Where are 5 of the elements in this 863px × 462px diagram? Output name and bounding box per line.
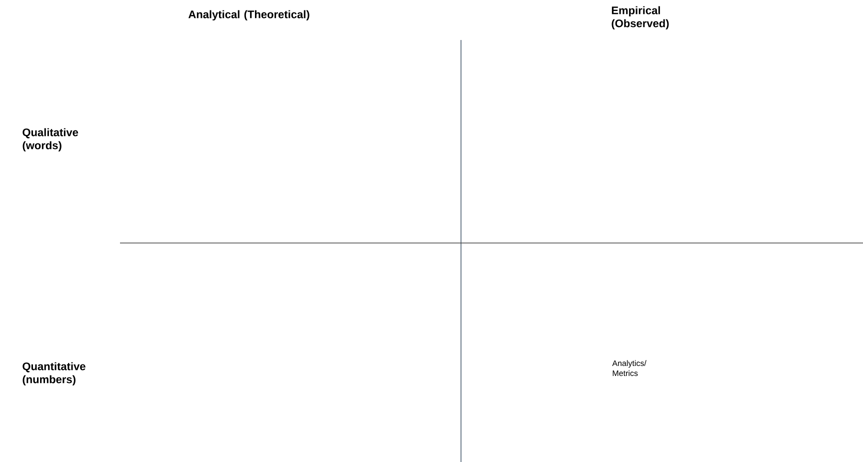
row-heading: Qualitative (words) bbox=[22, 128, 78, 152]
row-heading: Quantitative (numbers) bbox=[22, 362, 86, 386]
column-heading: Empirical (Observed) bbox=[612, 6, 669, 30]
quadrant-label: Analytics/ Metrics bbox=[612, 360, 646, 376]
column-heading: Analytical (Theoretical) bbox=[188, 10, 310, 20]
